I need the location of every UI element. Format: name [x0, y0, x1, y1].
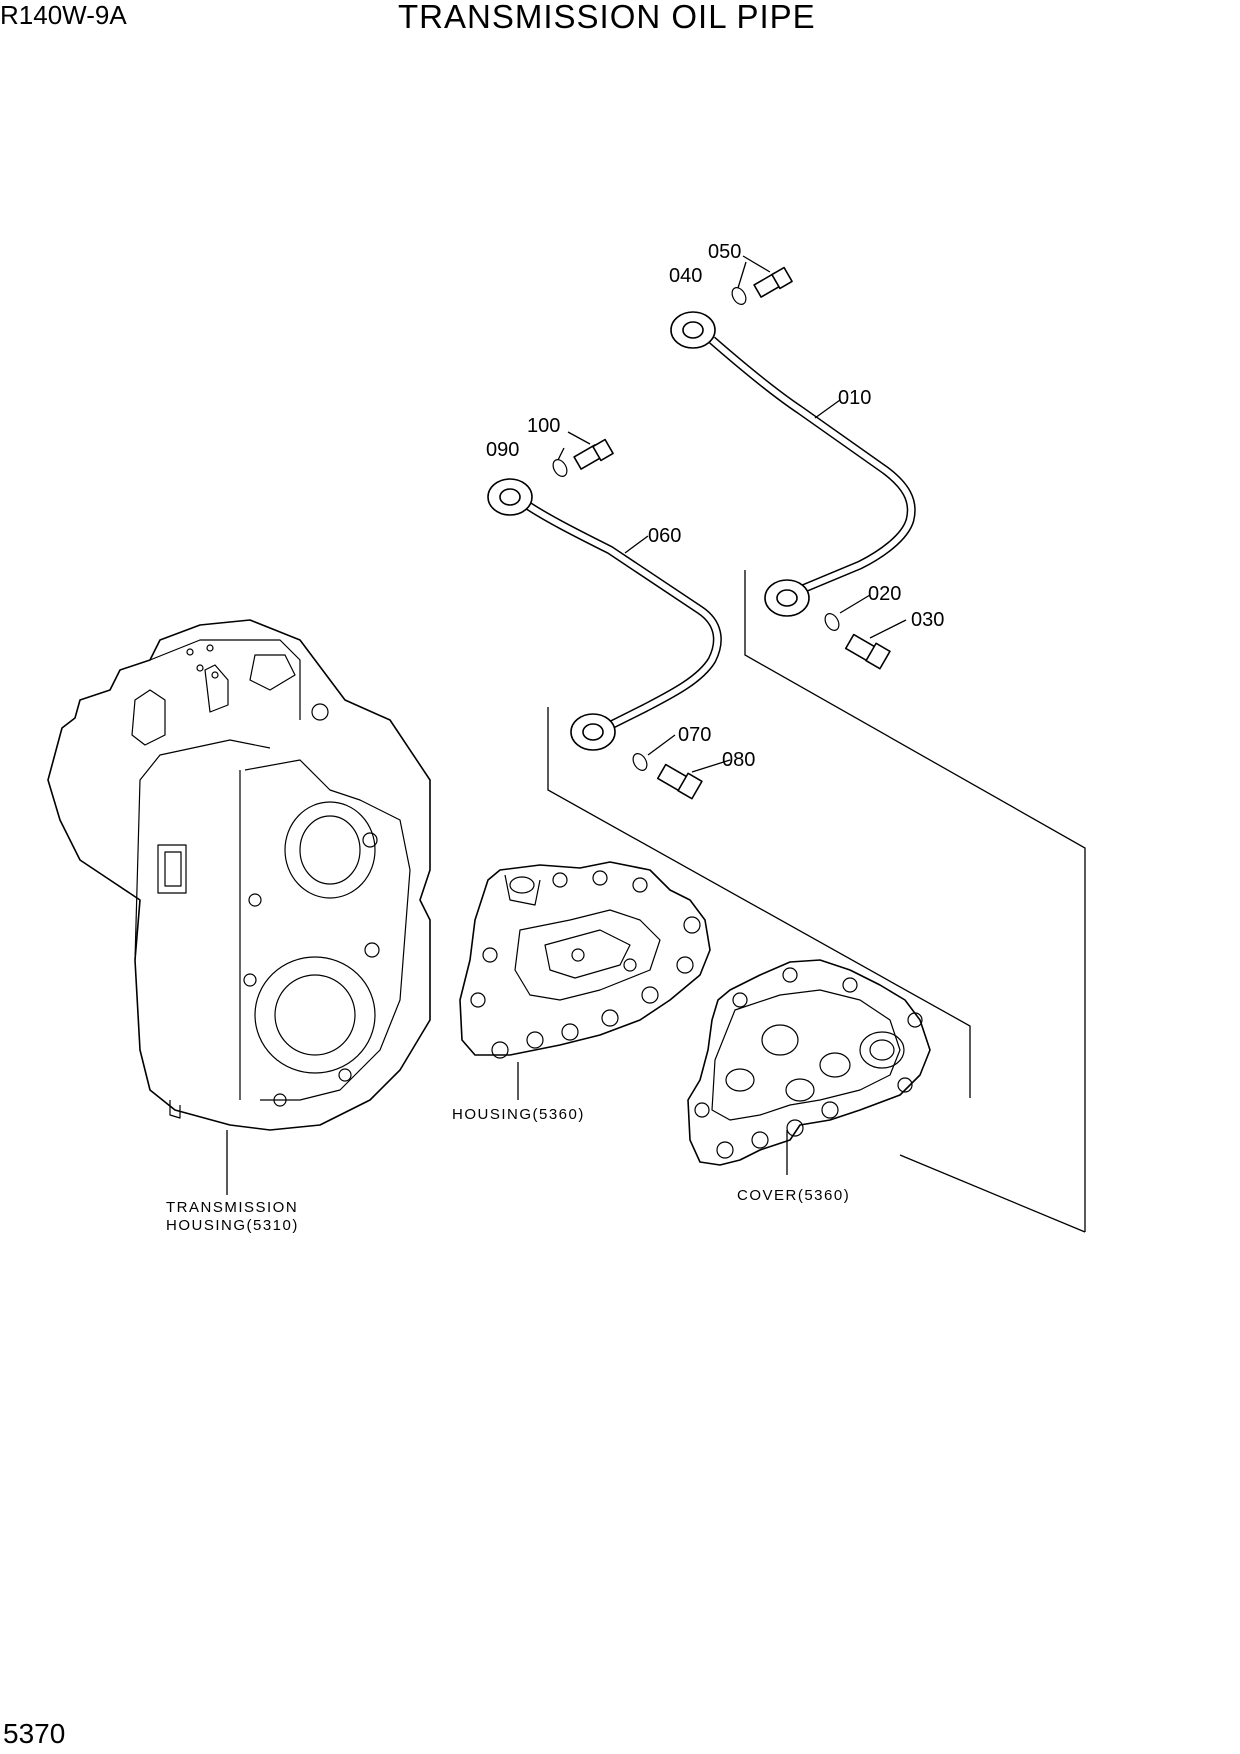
callout-050: 050 [708, 241, 741, 263]
callout-070: 070 [678, 724, 711, 746]
bolt-080 [656, 763, 703, 800]
bolt-100 [573, 438, 614, 470]
o-ring-020 [824, 613, 840, 631]
o-ring-090 [552, 459, 568, 477]
pipe-060 [487, 478, 722, 751]
callout-labels: 050 040 010 100 090 060 020 030 070 080 [486, 241, 944, 771]
assembly-bracket-lines [547, 570, 1086, 1233]
transmission-housing-part [47, 619, 431, 1131]
pipe-010 [670, 311, 916, 617]
callout-leaders [557, 255, 907, 773]
bolt-030 [844, 633, 891, 670]
callout-100: 100 [527, 415, 560, 437]
o-ring-040 [731, 287, 747, 305]
callout-080: 080 [722, 749, 755, 771]
control-housing-part [459, 861, 711, 1100]
ref-transmission-housing-line2: HOUSING(5310) [166, 1217, 299, 1234]
callout-090: 090 [486, 439, 519, 461]
banjo-bolts [573, 266, 891, 800]
callout-020: 020 [868, 583, 901, 605]
callout-030: 030 [911, 609, 944, 631]
ref-transmission-housing-line1: TRANSMISSION [166, 1199, 298, 1216]
callout-060: 060 [648, 525, 681, 547]
page-title: TRANSMISSION OIL PIPE [398, 0, 816, 35]
cover-part [687, 959, 931, 1175]
page-number: 5370 [3, 1718, 66, 1749]
bolt-050 [753, 266, 793, 298]
reference-labels: TRANSMISSION HOUSING(5310) HOUSING(5360)… [166, 1106, 850, 1234]
o-ring-070 [632, 753, 648, 771]
o-rings [552, 287, 840, 771]
callout-040: 040 [669, 265, 702, 287]
ref-housing: HOUSING(5360) [452, 1106, 585, 1123]
ref-cover: COVER(5360) [737, 1187, 850, 1204]
model-number: R140W-9A [0, 0, 127, 30]
callout-010: 010 [838, 387, 871, 409]
